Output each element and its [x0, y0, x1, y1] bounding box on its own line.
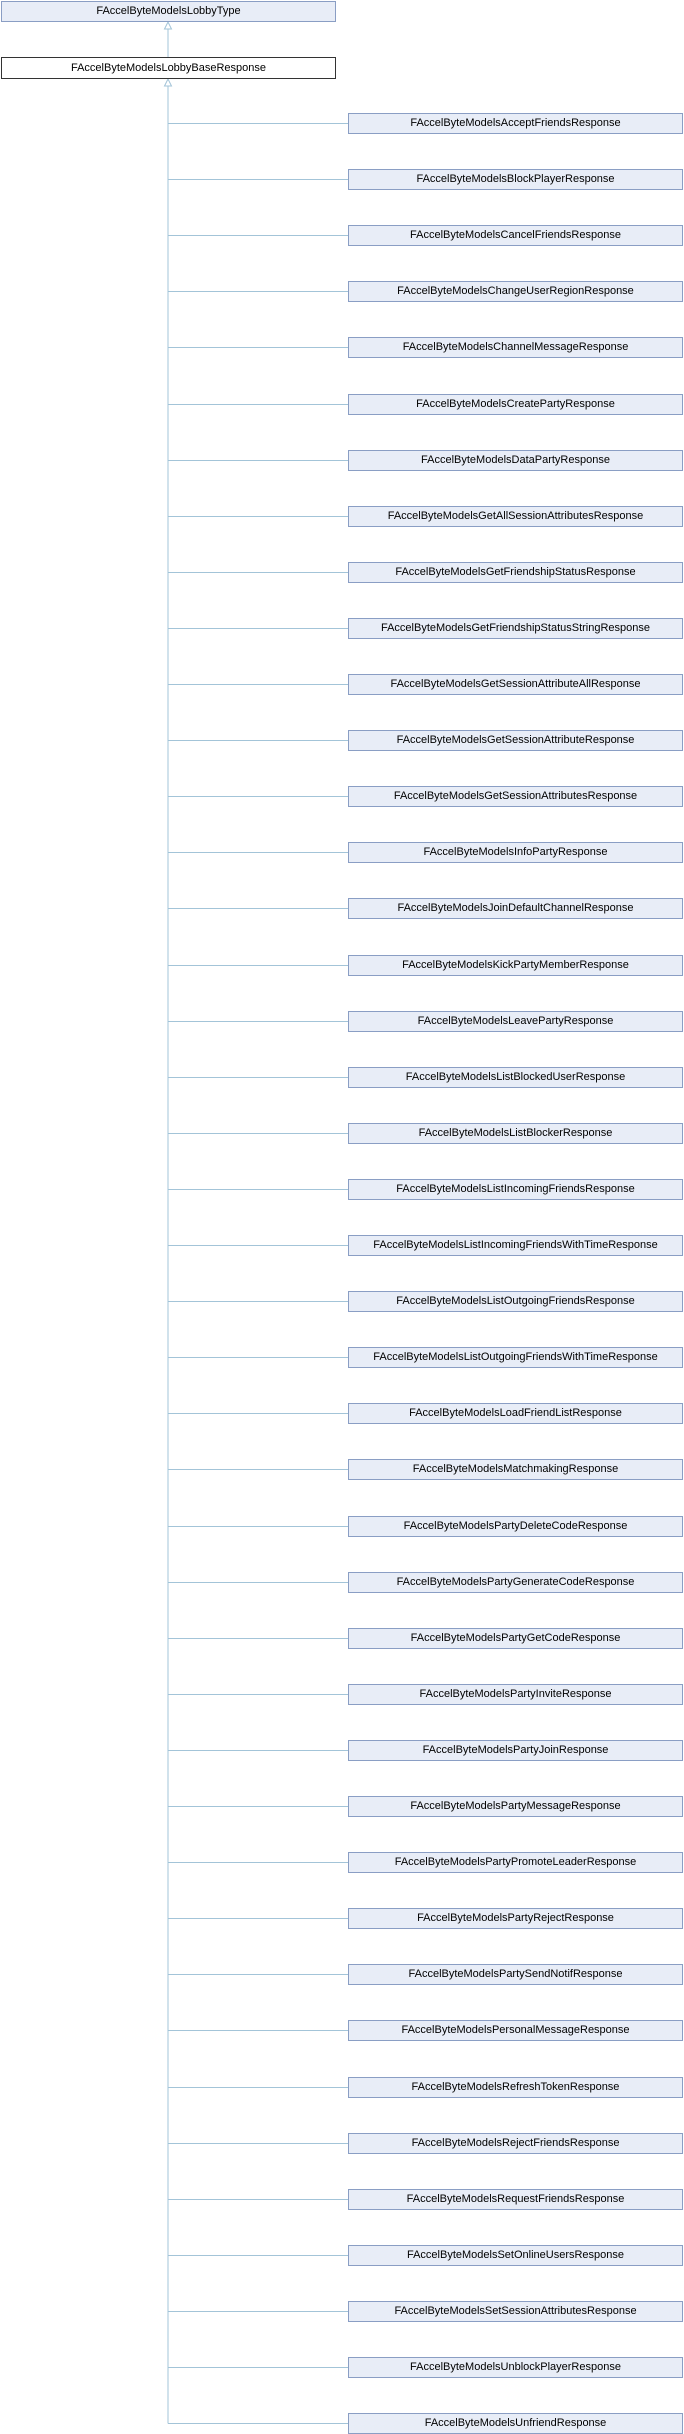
derived-class-node[interactable]: FAccelByteModelsSetOnlineUsersResponse: [348, 2245, 683, 2266]
derived-class-node[interactable]: FAccelByteModelsMatchmakingResponse: [348, 1459, 683, 1480]
derived-class-node[interactable]: FAccelByteModelsDataPartyResponse: [348, 450, 683, 471]
derived-class-node[interactable]: FAccelByteModelsPartyJoinResponse: [348, 1740, 683, 1761]
derived-class-node[interactable]: FAccelByteModelsGetSessionAttributeAllRe…: [348, 674, 683, 695]
derived-class-node[interactable]: FAccelByteModelsPartyGetCodeResponse: [348, 1628, 683, 1649]
derived-class-node[interactable]: FAccelByteModelsListOutgoingFriendsRespo…: [348, 1291, 683, 1312]
derived-class-node[interactable]: FAccelByteModelsLeavePartyResponse: [348, 1011, 683, 1032]
derived-class-node[interactable]: FAccelByteModelsGetSessionAttributesResp…: [348, 786, 683, 807]
derived-class-node[interactable]: FAccelByteModelsKickPartyMemberResponse: [348, 955, 683, 976]
derived-class-node[interactable]: FAccelByteModelsGetFriendshipStatusStrin…: [348, 618, 683, 639]
derived-class-node[interactable]: FAccelByteModelsPartyGenerateCodeRespons…: [348, 1572, 683, 1593]
ancestor-class-node[interactable]: FAccelByteModelsLobbyType: [1, 1, 336, 22]
derived-class-node[interactable]: FAccelByteModelsCancelFriendsResponse: [348, 225, 683, 246]
derived-class-node[interactable]: FAccelByteModelsAcceptFriendsResponse: [348, 113, 683, 134]
derived-class-node[interactable]: FAccelByteModelsCreatePartyResponse: [348, 394, 683, 415]
derived-class-node[interactable]: FAccelByteModelsLoadFriendListResponse: [348, 1403, 683, 1424]
derived-class-node[interactable]: FAccelByteModelsListIncomingFriendsRespo…: [348, 1179, 683, 1200]
derived-class-node[interactable]: FAccelByteModelsPartyPromoteLeaderRespon…: [348, 1852, 683, 1873]
derived-class-node[interactable]: FAccelByteModelsListOutgoingFriendsWithT…: [348, 1347, 683, 1368]
base-class-node[interactable]: FAccelByteModelsLobbyBaseResponse: [1, 57, 336, 79]
derived-class-node[interactable]: FAccelByteModelsGetAllSessionAttributesR…: [348, 506, 683, 527]
derived-class-node[interactable]: FAccelByteModelsRefreshTokenResponse: [348, 2077, 683, 2098]
derived-class-node[interactable]: FAccelByteModelsUnblockPlayerResponse: [348, 2357, 683, 2378]
derived-class-node[interactable]: FAccelByteModelsPartySendNotifResponse: [348, 1964, 683, 1985]
derived-class-node[interactable]: FAccelByteModelsListIncomingFriendsWithT…: [348, 1235, 683, 1256]
derived-class-node[interactable]: FAccelByteModelsListBlockedUserResponse: [348, 1067, 683, 1088]
derived-class-node[interactable]: FAccelByteModelsSetSessionAttributesResp…: [348, 2301, 683, 2322]
derived-class-node[interactable]: FAccelByteModelsChannelMessageResponse: [348, 337, 683, 358]
arrowhead-base: [163, 77, 173, 87]
derived-class-node[interactable]: FAccelByteModelsChangeUserRegionResponse: [348, 281, 683, 302]
derived-class-node[interactable]: FAccelByteModelsGetFriendshipStatusRespo…: [348, 562, 683, 583]
derived-class-node[interactable]: FAccelByteModelsPartyMessageResponse: [348, 1796, 683, 1817]
derived-class-node[interactable]: FAccelByteModelsPartyRejectResponse: [348, 1908, 683, 1929]
arrowhead-ancestor: [163, 20, 173, 30]
derived-class-node[interactable]: FAccelByteModelsListBlockerResponse: [348, 1123, 683, 1144]
derived-class-node[interactable]: FAccelByteModelsRequestFriendsResponse: [348, 2189, 683, 2210]
derived-class-node[interactable]: FAccelByteModelsBlockPlayerResponse: [348, 169, 683, 190]
derived-class-node[interactable]: FAccelByteModelsPartyInviteResponse: [348, 1684, 683, 1705]
derived-class-node[interactable]: FAccelByteModelsInfoPartyResponse: [348, 842, 683, 863]
derived-class-node[interactable]: FAccelByteModelsRejectFriendsResponse: [348, 2133, 683, 2154]
derived-class-node[interactable]: FAccelByteModelsGetSessionAttributeRespo…: [348, 730, 683, 751]
derived-class-node[interactable]: FAccelByteModelsPartyDeleteCodeResponse: [348, 1516, 683, 1537]
derived-class-node[interactable]: FAccelByteModelsJoinDefaultChannelRespon…: [348, 898, 683, 919]
derived-class-node[interactable]: FAccelByteModelsUnfriendResponse: [348, 2413, 683, 2434]
derived-class-node[interactable]: FAccelByteModelsPersonalMessageResponse: [348, 2020, 683, 2041]
